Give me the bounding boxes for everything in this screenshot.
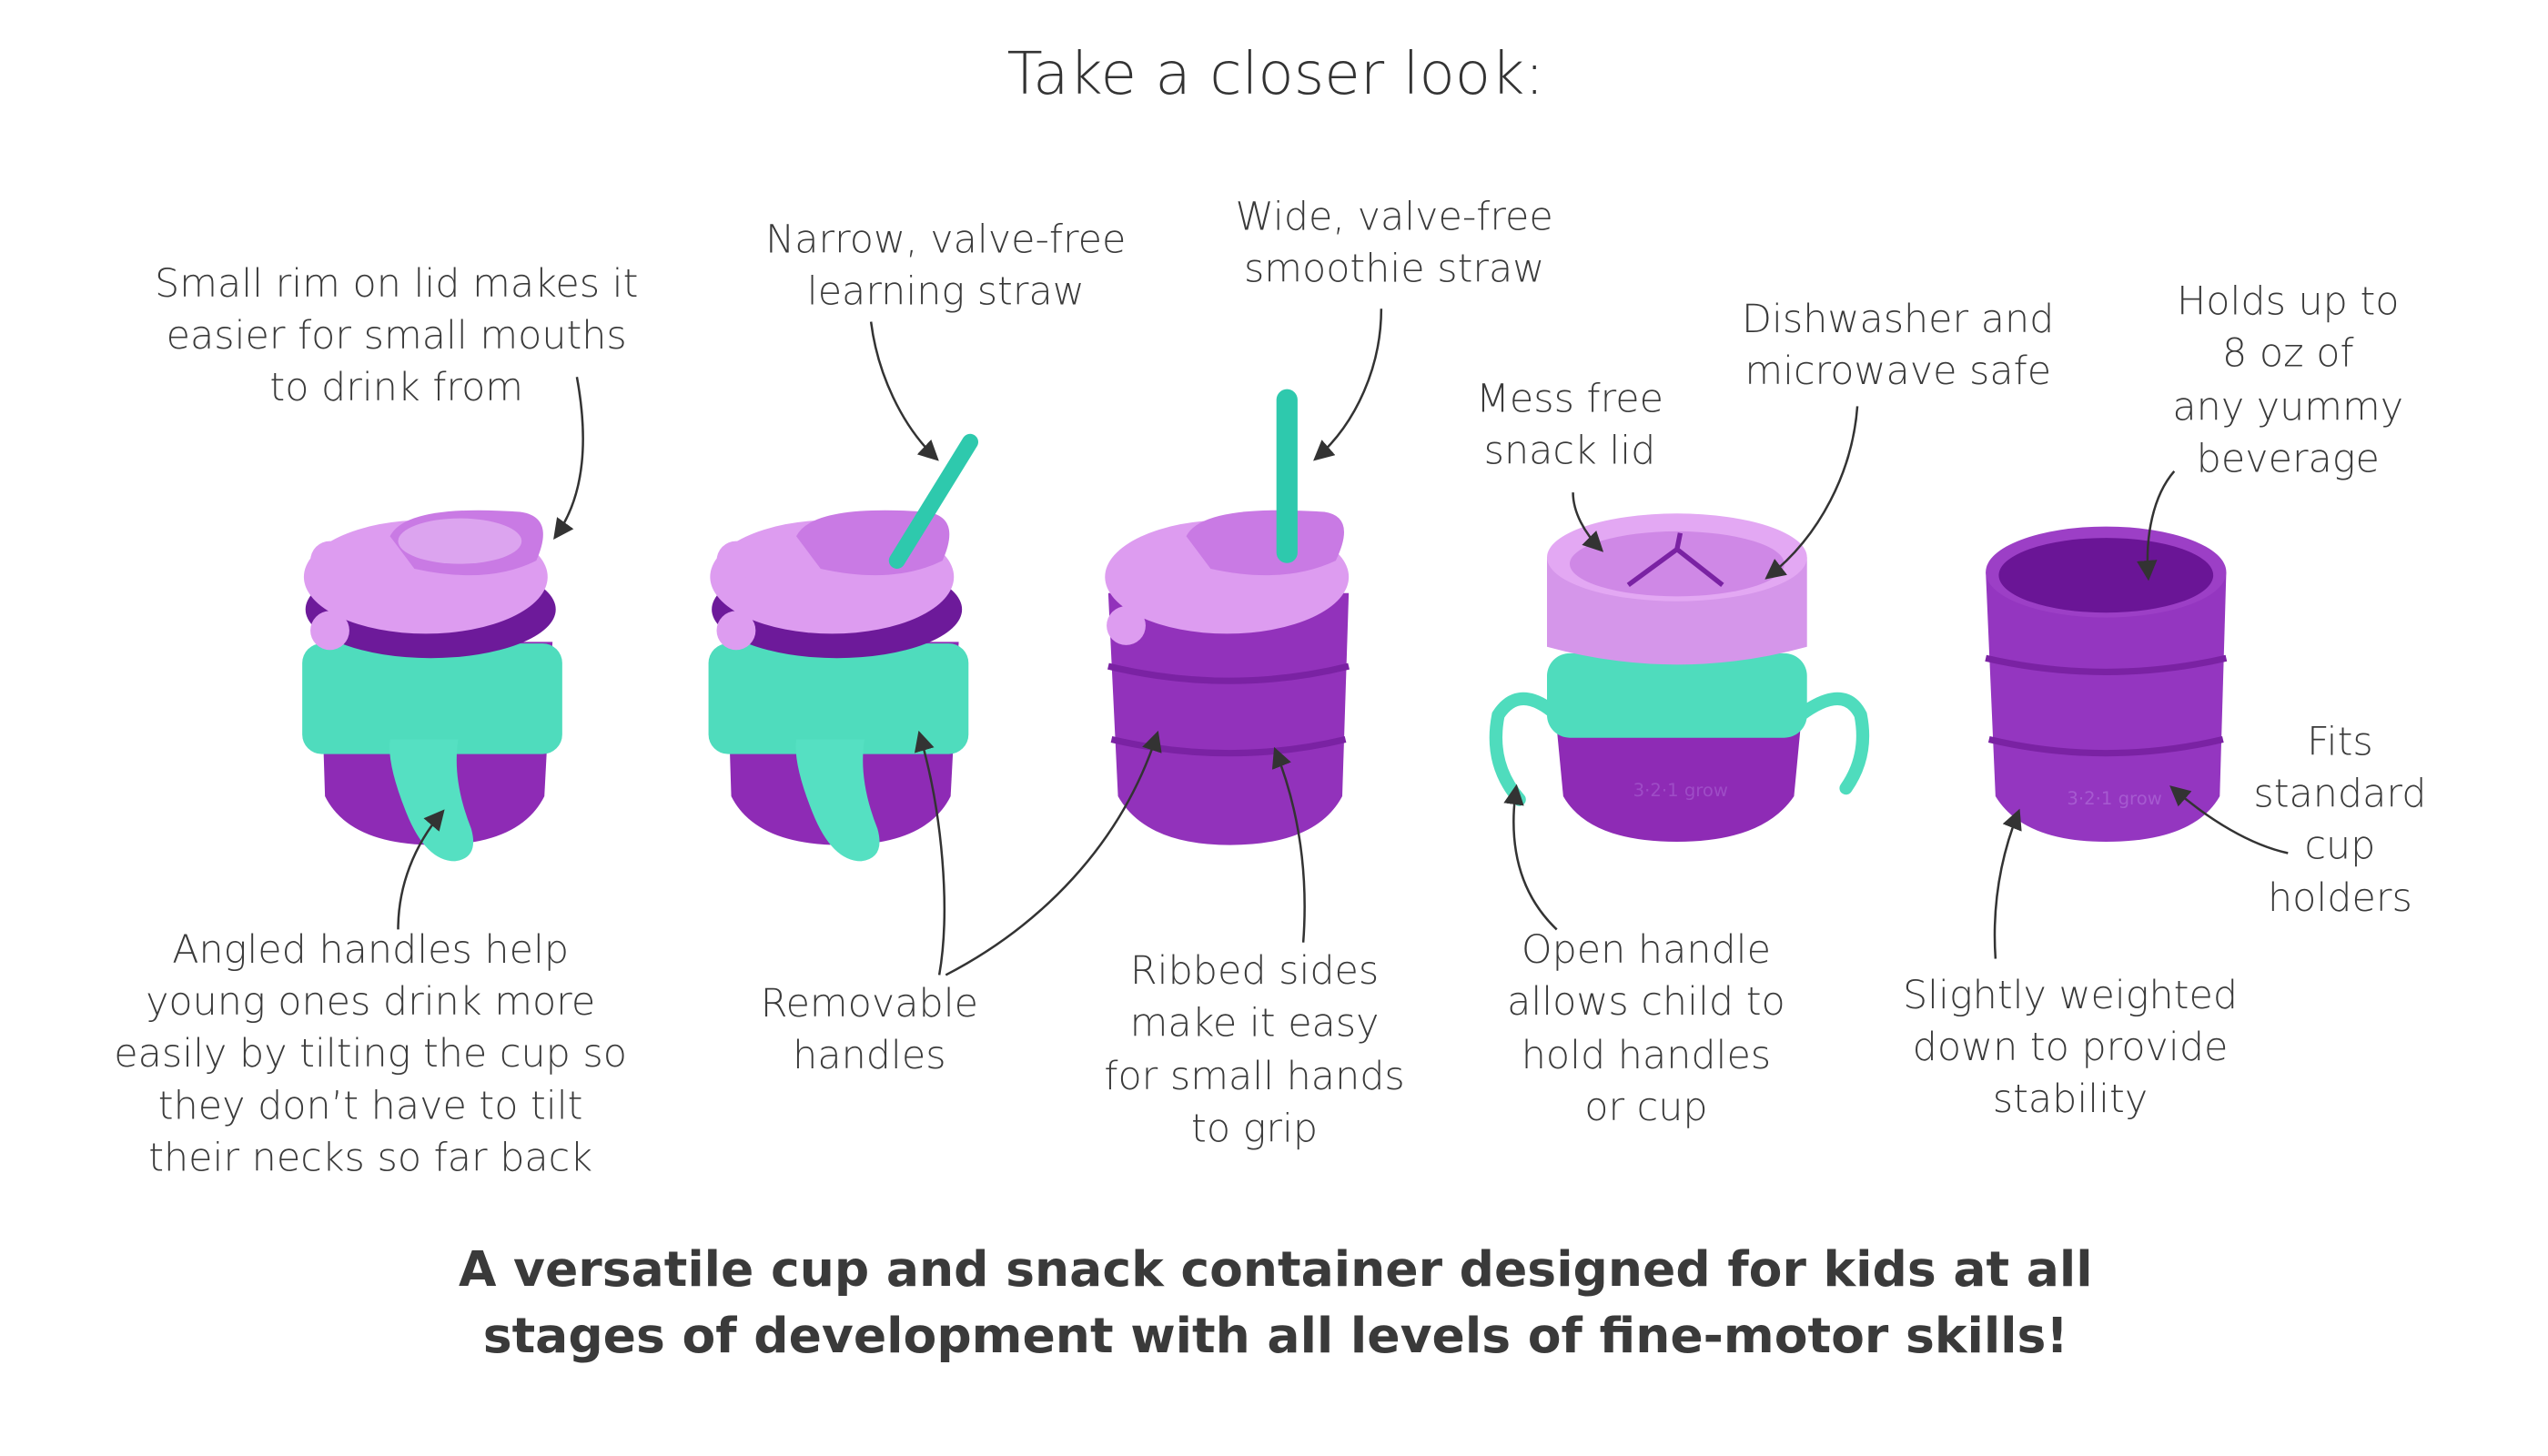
callout-line: Ribbed sides bbox=[1130, 948, 1379, 994]
callout-ribbed: Ribbed sides make it easy for small hand… bbox=[1104, 948, 1404, 1151]
svg-text:3·2·1 grow: 3·2·1 grow bbox=[2067, 788, 2161, 809]
cup-open: 3·2·1 grow bbox=[1985, 526, 2228, 842]
callout-line: Dishwasher and bbox=[1742, 297, 2054, 342]
callout-line: down to provide bbox=[1913, 1025, 2229, 1070]
callout-line: Narrow, valve-free bbox=[765, 217, 1126, 263]
callout-line: Angled handles help bbox=[172, 927, 569, 973]
callout-arrows bbox=[397, 308, 2289, 976]
cup-narrow-straw bbox=[708, 433, 978, 862]
callout-line: young ones drink more bbox=[146, 979, 595, 1025]
callout-line: Slightly weighted bbox=[1903, 973, 2238, 1018]
callout-narrow-straw: Narrow, valve-free learning straw bbox=[765, 217, 1126, 315]
cup-angled-handle-rim-lid bbox=[302, 510, 562, 862]
callout-line: easier for small mouths bbox=[167, 313, 627, 359]
callout-line: snack lid bbox=[1484, 429, 1656, 474]
callout-weighted: Slightly weighted down to provide stabil… bbox=[1903, 973, 2238, 1122]
callout-line: they don’t have to tilt bbox=[158, 1083, 583, 1128]
callout-dishwasher: Dishwasher and microwave safe bbox=[1742, 297, 2054, 394]
callout-small-rim: Small rim on lid makes it easier for sma… bbox=[155, 261, 638, 410]
callout-line: cup bbox=[2304, 824, 2375, 869]
callout-line: to drink from bbox=[269, 365, 523, 410]
callout-line: stability bbox=[1993, 1077, 2148, 1122]
callout-holds: Holds up to 8 oz of any yummy beverage bbox=[2172, 278, 2403, 481]
cup-snack-lid-two-handles: 3·2·1 grow bbox=[1489, 513, 1870, 842]
callout-line: hold handles bbox=[1522, 1033, 1771, 1078]
callout-line: to grip bbox=[1191, 1106, 1318, 1151]
tagline-line-2: stages of development with all levels of… bbox=[483, 1307, 2068, 1364]
callout-line: beverage bbox=[2197, 437, 2380, 482]
callout-line: Holds up to bbox=[2177, 278, 2399, 324]
callout-line: any yummy bbox=[2172, 385, 2403, 430]
callout-line: Small rim on lid makes it bbox=[155, 261, 638, 307]
callout-wide-straw: Wide, valve-free smoothie straw bbox=[1236, 195, 1553, 292]
callout-snack-lid: Mess free snack lid bbox=[1476, 377, 1663, 474]
callout-line: Mess free bbox=[1476, 377, 1663, 422]
callout-line: holders bbox=[2268, 875, 2412, 921]
callout-line: microwave safe bbox=[1744, 349, 2051, 394]
callout-line: Removable bbox=[761, 981, 978, 1026]
callout-removable: Removable handles bbox=[761, 981, 978, 1078]
callout-line: or cup bbox=[1584, 1085, 1707, 1130]
page-title: Take a closer look: bbox=[1007, 40, 1544, 108]
callout-line: Open handle bbox=[1522, 927, 1771, 973]
callout-line: learning straw bbox=[807, 269, 1085, 315]
brand-logo: 3·2·1 grow bbox=[1633, 780, 1728, 801]
narrow-straw bbox=[888, 433, 978, 569]
callout-line: allows child to bbox=[1507, 979, 1785, 1025]
callout-line: smoothie straw bbox=[1244, 247, 1544, 292]
callout-line: standard bbox=[2253, 772, 2426, 817]
callout-line: make it easy bbox=[1130, 1000, 1380, 1046]
cup-wide-straw-ribbed bbox=[1105, 389, 1350, 845]
callout-line: Fits bbox=[2307, 719, 2373, 764]
callout-line: for small hands bbox=[1104, 1054, 1404, 1099]
callout-fits: Fits standard cup holders bbox=[2253, 719, 2426, 920]
callout-line: 8 oz of bbox=[2222, 331, 2354, 377]
callout-line: easily by tilting the cup so bbox=[114, 1031, 627, 1077]
tagline-line-1: A versatile cup and snack container desi… bbox=[459, 1240, 2093, 1298]
callout-angled: Angled handles help young ones drink mor… bbox=[114, 927, 627, 1181]
callout-line: their necks so far back bbox=[148, 1136, 592, 1181]
callout-line: Wide, valve-free bbox=[1236, 195, 1553, 240]
callout-open-handle: Open handle allows child to hold handles… bbox=[1507, 927, 1785, 1130]
callout-line: handles bbox=[793, 1033, 945, 1078]
